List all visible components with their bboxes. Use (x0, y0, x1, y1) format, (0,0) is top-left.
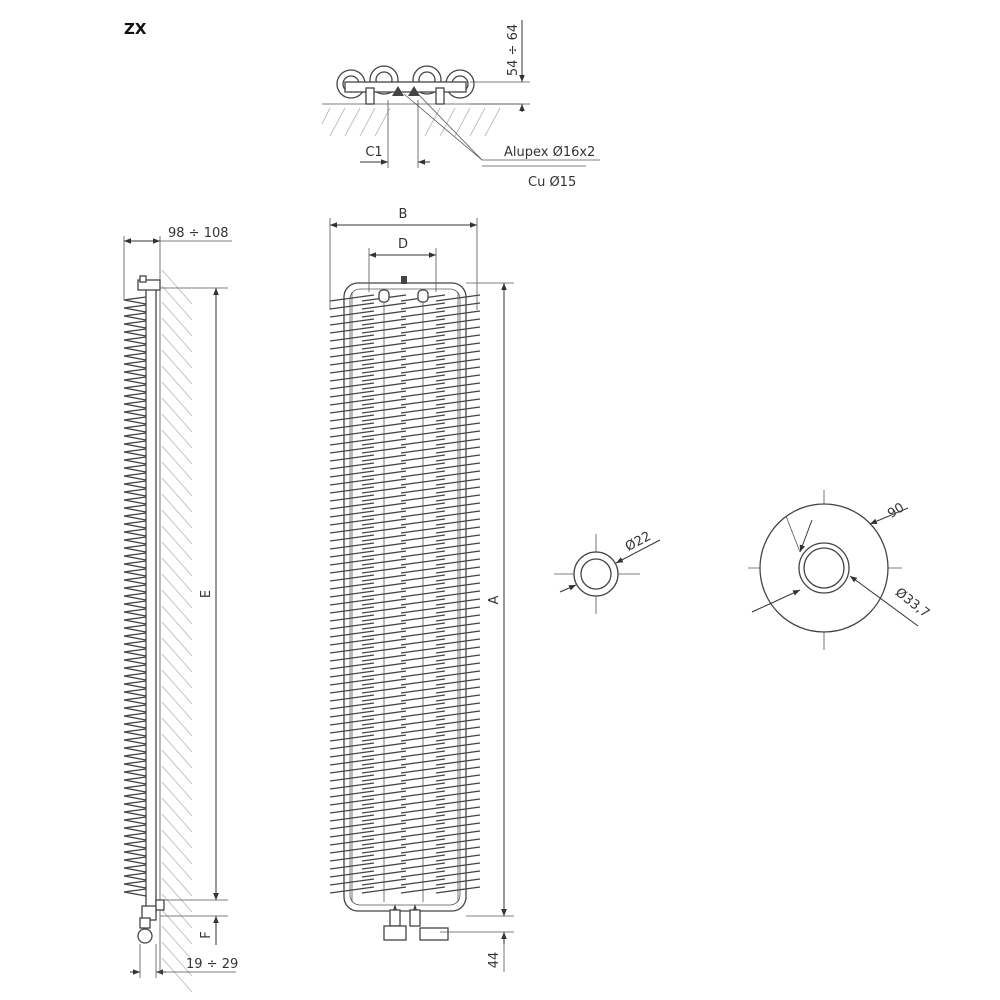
label-cu: Cu Ø15 (528, 175, 576, 190)
pipe-section: Ø22 (554, 529, 661, 614)
dim-c1: C1 (365, 145, 382, 160)
dim-depth: 98 ÷ 108 (168, 226, 229, 241)
side-coil-fins (123, 296, 147, 897)
top-view: 54 ÷ 64 C1 Alupex Ø16x2 Cu Ø15 (321, 20, 600, 190)
side-view: 98 ÷ 108 E F 19 ÷ 29 (123, 226, 238, 993)
top-wall-hatch (321, 107, 501, 137)
dim-a: A (487, 595, 502, 604)
dim-rosette-inner: Ø33,7 (892, 585, 932, 621)
dim-offset: 19 ÷ 29 (186, 957, 238, 972)
dim-mount-height: 54 ÷ 64 (506, 24, 521, 76)
side-wall-hatch (161, 269, 193, 993)
rosette-section: 90 Ø33,7 (748, 490, 932, 650)
dim-rosette-outer: 90 (885, 500, 907, 521)
label-alupex: Alupex Ø16x2 (504, 145, 595, 160)
dim-44: 44 (487, 952, 502, 969)
front-coil-fins (329, 289, 481, 902)
dim-b: B (399, 207, 408, 222)
dim-e: E (199, 590, 214, 598)
dim-d: D (398, 237, 408, 252)
model-title: ZX (124, 20, 147, 38)
dim-f: F (199, 931, 214, 938)
front-view: B D A 44 (329, 207, 514, 972)
